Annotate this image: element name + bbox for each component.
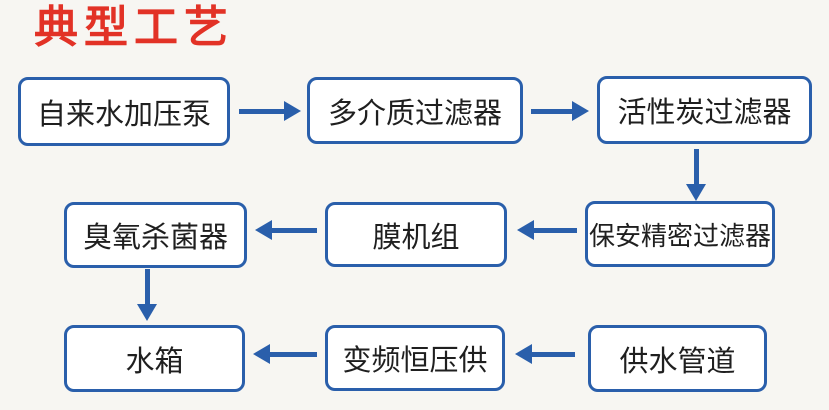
arrow-head	[686, 184, 706, 201]
arrow-right-icon	[531, 101, 589, 121]
arrow-head	[253, 344, 270, 364]
flow-node-vfd-constant-pressure-supply: 变频恒压供	[325, 325, 505, 391]
flow-node-water-supply-pipeline: 供水管道	[588, 325, 767, 392]
arrow-left-icon	[517, 220, 577, 240]
arrow-shaft	[144, 269, 150, 304]
arrow-head	[284, 101, 301, 121]
arrow-shaft	[239, 108, 284, 114]
arrow-head	[137, 304, 157, 321]
arrow-shaft	[534, 227, 577, 233]
arrow-shaft	[531, 108, 572, 114]
arrow-head	[517, 220, 534, 240]
arrow-head	[255, 220, 272, 240]
arrow-head	[515, 344, 532, 364]
arrow-head	[572, 101, 589, 121]
flow-node-water-tank: 水箱	[64, 325, 245, 392]
arrow-shaft	[272, 227, 317, 233]
flow-node-ozone-sterilizer: 臭氧杀菌器	[64, 202, 247, 268]
arrow-shaft	[693, 149, 699, 184]
arrow-shaft	[532, 351, 575, 357]
flow-node-tap-water-pressure-pump: 自来水加压泵	[18, 77, 230, 146]
flow-node-activated-carbon-filter: 活性炭过滤器	[597, 76, 812, 144]
arrow-left-icon	[255, 220, 317, 240]
flow-node-security-precision-filter: 保安精密过滤器	[585, 201, 775, 267]
arrow-down-icon	[686, 149, 706, 201]
flow-node-membrane-unit: 膜机组	[325, 202, 507, 267]
arrow-down-icon	[137, 269, 157, 321]
arrow-left-icon	[515, 344, 575, 364]
arrow-right-icon	[239, 101, 301, 121]
flow-node-multi-media-filter: 多介质过滤器	[307, 77, 523, 144]
arrow-shaft	[270, 351, 317, 357]
page-title: 典型工艺	[34, 3, 234, 52]
arrow-left-icon	[253, 344, 317, 364]
